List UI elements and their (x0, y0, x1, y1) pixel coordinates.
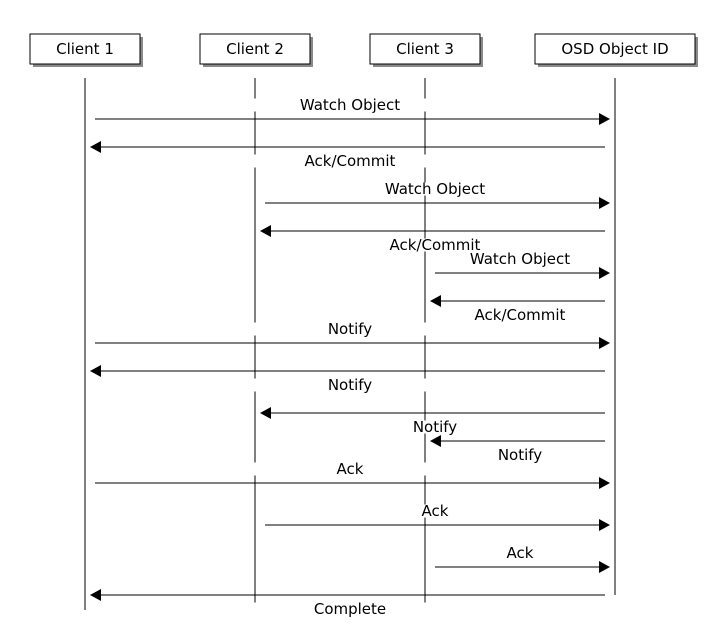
arrowhead-icon (599, 561, 610, 573)
actor-box (199, 33, 311, 65)
message: Watch Object (95, 96, 610, 125)
actor-box (369, 33, 481, 65)
message-label: Watch Object (385, 180, 485, 198)
message: Notify (430, 435, 605, 464)
message: Ack (435, 544, 610, 573)
arrowhead-icon (599, 337, 610, 349)
actor-c1: Client 1 (29, 33, 143, 67)
message: Ack/Commit (430, 295, 605, 324)
arrowhead-icon (260, 225, 271, 237)
arrowhead-icon (599, 267, 610, 279)
actor-box (534, 33, 696, 65)
arrowhead-icon (90, 365, 101, 377)
actor-label: Client 2 (226, 40, 284, 58)
actor-label: Client 3 (396, 40, 454, 58)
message-label: Ack/Commit (390, 236, 481, 254)
actor-c3: Client 3 (369, 33, 483, 67)
actor-box (29, 33, 141, 65)
actor-label: Client 1 (56, 40, 114, 58)
message: Watch Object (265, 180, 610, 209)
message: Ack (265, 502, 610, 531)
actor-osd: OSD Object ID (534, 33, 698, 67)
arrowhead-icon (90, 141, 101, 153)
actor-label: OSD Object ID (561, 40, 668, 58)
message: Ack/Commit (90, 141, 605, 170)
message: Complete (90, 589, 605, 618)
arrowhead-icon (599, 519, 610, 531)
arrowhead-icon (599, 477, 610, 489)
message: Notify (95, 320, 610, 349)
arrowhead-icon (260, 407, 271, 419)
actor-c2: Client 2 (199, 33, 313, 67)
arrowhead-icon (90, 589, 101, 601)
message-label: Notify (328, 320, 372, 338)
arrowhead-icon (430, 295, 441, 307)
arrowhead-icon (599, 197, 610, 209)
message-label: Watch Object (300, 96, 400, 114)
arrowhead-icon (430, 435, 441, 447)
actors: Client 1 Client 2 Client 3 OSD Object ID (29, 33, 698, 67)
message-label: Notify (498, 446, 542, 464)
message: Notify (260, 407, 605, 436)
message-label: Complete (314, 600, 386, 618)
message-label: Watch Object (470, 250, 570, 268)
message-label: Ack (337, 460, 364, 478)
message: Notify (90, 365, 605, 394)
message: Ack/Commit (260, 225, 605, 254)
message-label: Ack/Commit (475, 306, 566, 324)
message-label: Ack (507, 544, 534, 562)
message-label: Notify (413, 418, 457, 436)
message-label: Notify (328, 376, 372, 394)
message-label: Ack (422, 502, 449, 520)
message: Watch Object (435, 250, 610, 279)
message: Ack (95, 460, 610, 489)
arrowhead-icon (599, 113, 610, 125)
message-label: Ack/Commit (305, 152, 396, 170)
